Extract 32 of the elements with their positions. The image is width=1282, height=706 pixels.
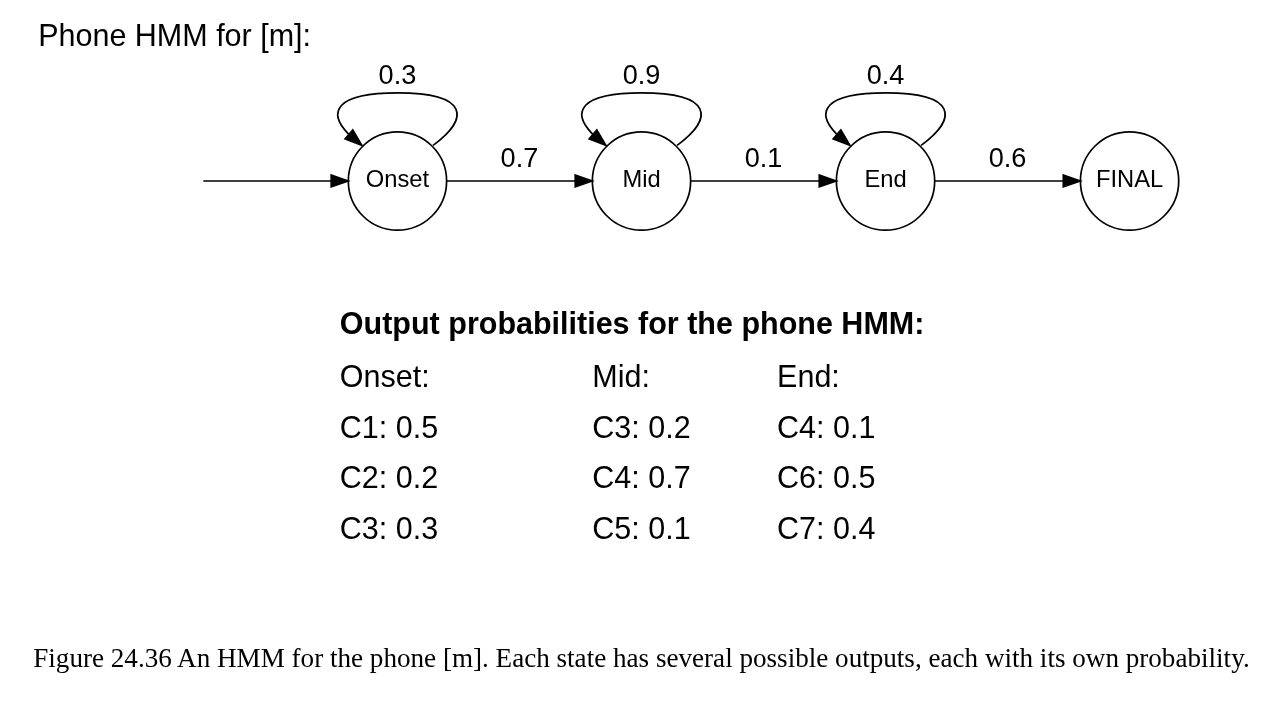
edge-label: 0.1	[744, 142, 782, 174]
label: Mid:	[591, 358, 650, 393]
arrow	[824, 92, 946, 148]
label: C4: 0.7	[591, 460, 691, 495]
diagram-title: Phone HMM for [m]:	[37, 18, 311, 53]
edge-label: 0.3	[378, 59, 416, 91]
label: C1: 0.5	[339, 409, 438, 444]
label: C3: 0.2	[591, 409, 691, 444]
label: Onset:	[339, 358, 430, 393]
label: C2: 0.2	[339, 460, 438, 495]
arrow	[689, 173, 839, 189]
label: C7: 0.4	[776, 511, 875, 546]
node-circle: Mid	[591, 131, 691, 231]
label: C3: 0.3	[339, 511, 438, 546]
node-circle: End	[835, 131, 936, 231]
arrow	[933, 173, 1083, 189]
caption: Figure 24.36 An HMM for the phone [m]. Each state has several possible outputs, each with its own probability.	[32, 643, 1250, 674]
arrow	[580, 92, 702, 148]
label: C4: 0.1	[776, 409, 875, 444]
edge-label: 0.4	[866, 59, 904, 91]
arrow	[336, 92, 458, 148]
label: End:	[776, 358, 840, 393]
label: C5: 0.1	[591, 511, 691, 546]
edge-label: 0.6	[988, 142, 1026, 174]
label: C6: 0.5	[776, 460, 875, 495]
node-circle: FINAL	[1079, 131, 1180, 231]
edge-label: 0.7	[500, 142, 538, 174]
arrow	[202, 173, 351, 189]
label: Output probabilities for the phone HMM:	[339, 306, 924, 341]
edge-label: 0.9	[622, 59, 660, 91]
node-circle: Onset	[346, 131, 447, 231]
arrow	[445, 173, 595, 189]
